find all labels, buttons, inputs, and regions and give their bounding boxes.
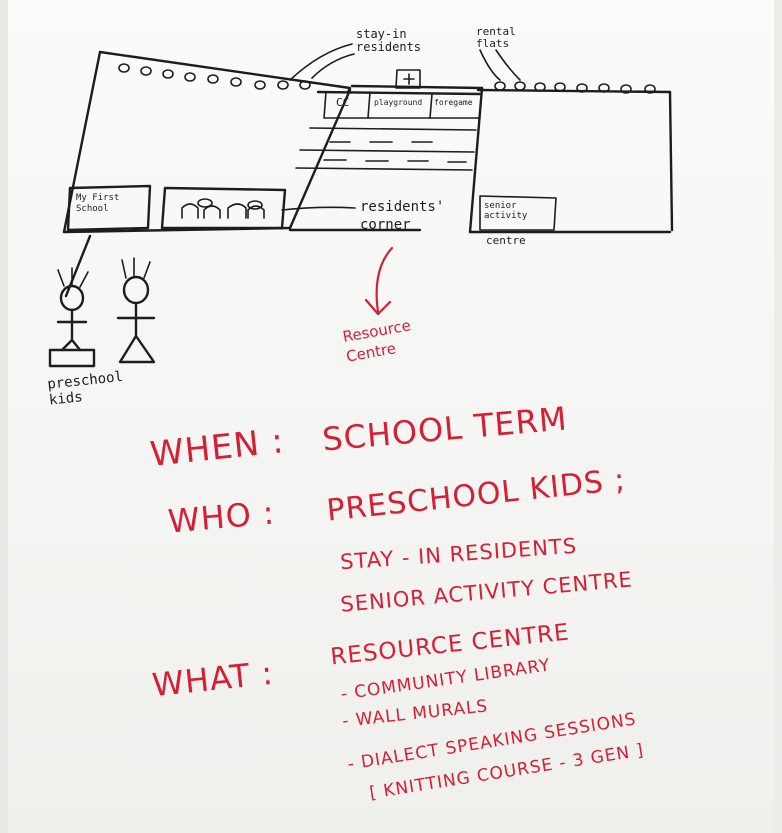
playground-label: playground [374,98,423,107]
preschool-kid-1 [48,234,96,368]
right-building [468,49,674,234]
paper-edge-right [774,0,782,833]
senior-centre-label: centre [486,234,526,247]
residents-corner-label: residents' corner [360,199,445,233]
foregame-label: foregame [434,98,473,107]
paper-sheet [8,0,774,833]
preschool-kid-2 [116,257,156,364]
preschool-building-label: My First School [76,193,120,214]
senior-activity-label: senior activity [484,201,528,221]
rental-flats-label: rental flats [476,25,516,50]
middle-building [288,69,484,234]
resource-centre-arrow [364,246,394,316]
left-building [62,43,356,234]
stay-in-residents-label: stay-in residents [356,27,422,54]
cc-label: CC [336,96,350,109]
paper-edge-left [0,0,8,833]
